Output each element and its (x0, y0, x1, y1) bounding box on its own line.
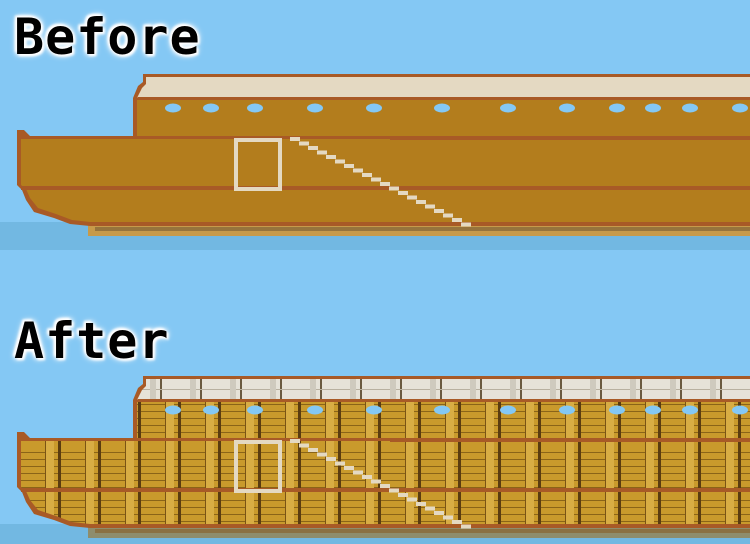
stair-step (299, 141, 309, 146)
stair-step (443, 515, 453, 520)
stair-step (335, 461, 345, 466)
stair-step (308, 146, 318, 150)
hull-body (21, 441, 750, 524)
stair-step (434, 511, 444, 515)
stair-step (407, 195, 417, 200)
porthole (500, 103, 516, 113)
porthole (559, 103, 575, 113)
porthole (366, 103, 382, 113)
porthole (434, 405, 450, 415)
stair-step (290, 137, 300, 141)
after-label: After (14, 312, 170, 370)
stair-step (425, 204, 435, 209)
stair-step (335, 159, 345, 164)
porthole (732, 405, 748, 415)
stair-step (389, 186, 399, 191)
deck-line (390, 438, 750, 442)
keel-line (95, 529, 750, 533)
porthole (559, 405, 575, 415)
porthole (434, 103, 450, 113)
stair-step (461, 524, 471, 529)
stair-step (317, 452, 327, 457)
stair-step (434, 209, 444, 213)
stair-step (362, 173, 372, 177)
hull-body (21, 139, 750, 222)
porthole (307, 405, 323, 415)
stair-step (452, 218, 462, 222)
porthole (732, 103, 748, 113)
porthole (645, 103, 661, 113)
stair-step (371, 479, 381, 484)
porthole (247, 103, 263, 113)
porthole (165, 405, 181, 415)
porthole (203, 103, 219, 113)
stair-step (380, 182, 390, 186)
stair-step (326, 457, 336, 461)
hull-stripe (21, 186, 750, 190)
stair-step (398, 191, 408, 195)
hull-stripe (21, 488, 750, 492)
porthole (500, 405, 516, 415)
porthole (307, 103, 323, 113)
stair-step (461, 222, 471, 227)
stair-step (407, 497, 417, 502)
door-frame (234, 138, 282, 191)
stair-step (344, 164, 354, 168)
stair-step (380, 484, 390, 488)
stair-step (353, 470, 363, 475)
porthole (609, 405, 625, 415)
before-label: Before (14, 8, 201, 66)
door-frame (234, 440, 282, 493)
stair-step (371, 177, 381, 182)
stair-step (326, 155, 336, 159)
stair-step (452, 520, 462, 524)
stair-step (389, 488, 399, 493)
deck-trim (137, 379, 750, 400)
stair-step (317, 150, 327, 155)
porthole (247, 405, 263, 415)
porthole (682, 405, 698, 415)
after-ship-scene (0, 376, 750, 544)
stair-step (416, 502, 426, 506)
porthole (682, 103, 698, 113)
deck-trim (137, 77, 750, 98)
stair-step (398, 493, 408, 497)
stair-step (308, 448, 318, 452)
porthole (645, 405, 661, 415)
stair-step (353, 168, 363, 173)
deck-line (390, 136, 750, 140)
keel-line (95, 227, 750, 231)
stair-step (344, 466, 354, 470)
before-ship-scene (0, 74, 750, 250)
porthole (609, 103, 625, 113)
porthole (366, 405, 382, 415)
stair-step (443, 213, 453, 218)
stair-step (425, 506, 435, 511)
porthole (165, 103, 181, 113)
porthole (203, 405, 219, 415)
stair-step (299, 443, 309, 448)
stair-step (290, 439, 300, 443)
stair-step (362, 475, 372, 479)
stair-step (416, 200, 426, 204)
